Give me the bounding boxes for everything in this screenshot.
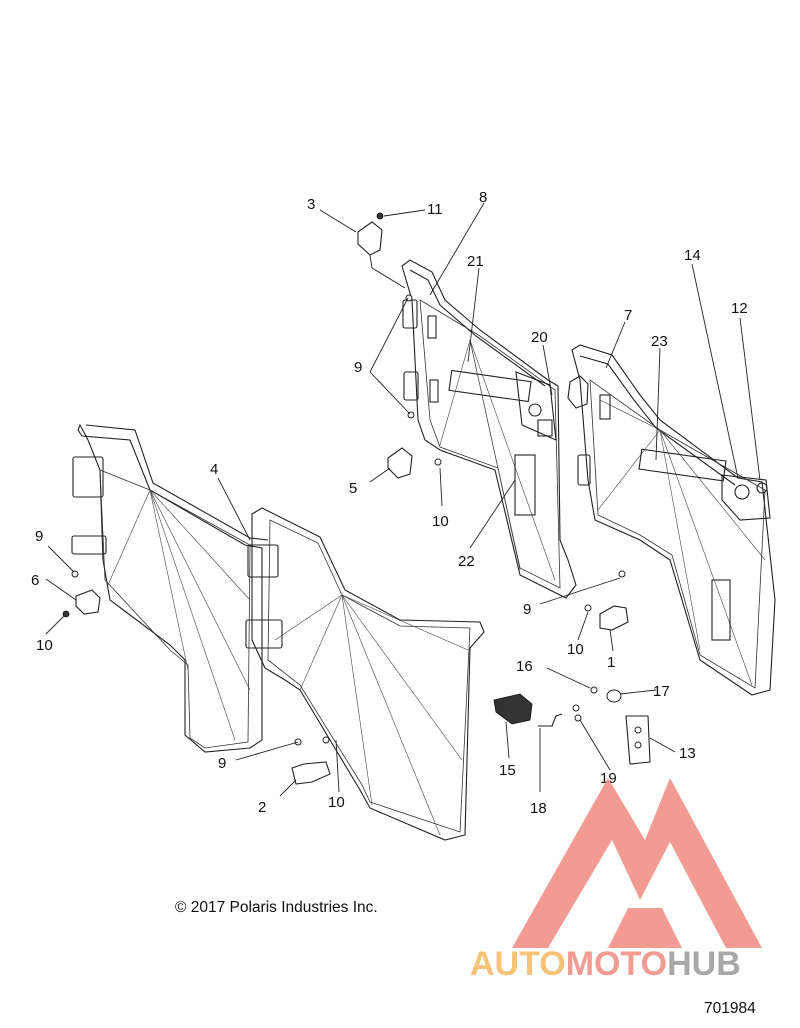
- hinge-lower-6: [75, 589, 101, 615]
- rod-18: [538, 713, 563, 727]
- callout-10-right: 10: [567, 641, 584, 658]
- callout-23: 23: [651, 333, 668, 350]
- latch-assembly-14: [721, 474, 771, 521]
- door-frame-rear-right: [571, 344, 776, 696]
- callout-6: 6: [31, 572, 39, 589]
- leader-lines: [45, 202, 761, 797]
- callout-10-bottom: 10: [328, 794, 345, 811]
- svg-text:AUTOMOTOHUB: AUTOMOTOHUB: [470, 945, 741, 983]
- callout-10-top: 10: [432, 513, 449, 530]
- callout-5: 5: [349, 480, 357, 497]
- callout-18: 18: [530, 800, 547, 817]
- callout-14: 14: [684, 247, 701, 264]
- watermark-triangle-icon: [512, 778, 762, 948]
- callout-16: 16: [516, 658, 533, 675]
- door-frame-front-left: [71, 423, 269, 753]
- callout-4: 4: [210, 461, 218, 478]
- callout-15: 15: [499, 762, 516, 779]
- watermark-hub: HUB: [667, 945, 741, 983]
- document-number: 701984: [704, 1000, 756, 1017]
- callout-12: 12: [731, 300, 748, 317]
- callout-9-bottom: 9: [218, 755, 226, 772]
- hinge-lower-5: [387, 447, 413, 479]
- bracket-1: [599, 605, 629, 631]
- callout-9-right: 9: [523, 601, 531, 618]
- fasteners: [62, 212, 626, 746]
- callout-9-top: 9: [354, 359, 362, 376]
- callout-7: 7: [624, 307, 632, 324]
- callout-1: 1: [607, 654, 615, 671]
- hinge-upper-3: [357, 221, 406, 289]
- watermark-logo: AUTOMOTOHUB: [470, 778, 762, 983]
- striker-13: [625, 715, 651, 765]
- latch-15: [493, 693, 533, 725]
- callout-9-left: 9: [35, 528, 43, 545]
- callout-13: 13: [679, 745, 696, 762]
- callout-8: 8: [479, 189, 487, 206]
- callout-3: 3: [307, 196, 315, 213]
- callout-11: 11: [427, 201, 443, 218]
- callout-20: 20: [531, 329, 548, 346]
- callout-22: 22: [458, 553, 475, 570]
- callout-10-left: 10: [36, 637, 53, 654]
- callout-17: 17: [653, 683, 670, 700]
- hinge-upper-front-right: [567, 375, 589, 409]
- callout-19: 19: [600, 770, 617, 787]
- bracket-2: [291, 761, 331, 785]
- latch-assembly-20: [515, 371, 557, 441]
- callout-21: 21: [467, 253, 484, 270]
- callout-2: 2: [258, 799, 266, 816]
- door-frame-front-right: [401, 259, 577, 599]
- door-frame-rear-left: [245, 507, 485, 841]
- watermark-moto: MOTO: [566, 945, 667, 983]
- watermark-auto: AUTO: [470, 945, 566, 983]
- copyright-notice: © 2017 Polaris Industries Inc.: [175, 899, 378, 916]
- callout-labels: 3 11 8 21 20 7 14 12 23 9 5 10 22 4 9 6 …: [31, 189, 748, 817]
